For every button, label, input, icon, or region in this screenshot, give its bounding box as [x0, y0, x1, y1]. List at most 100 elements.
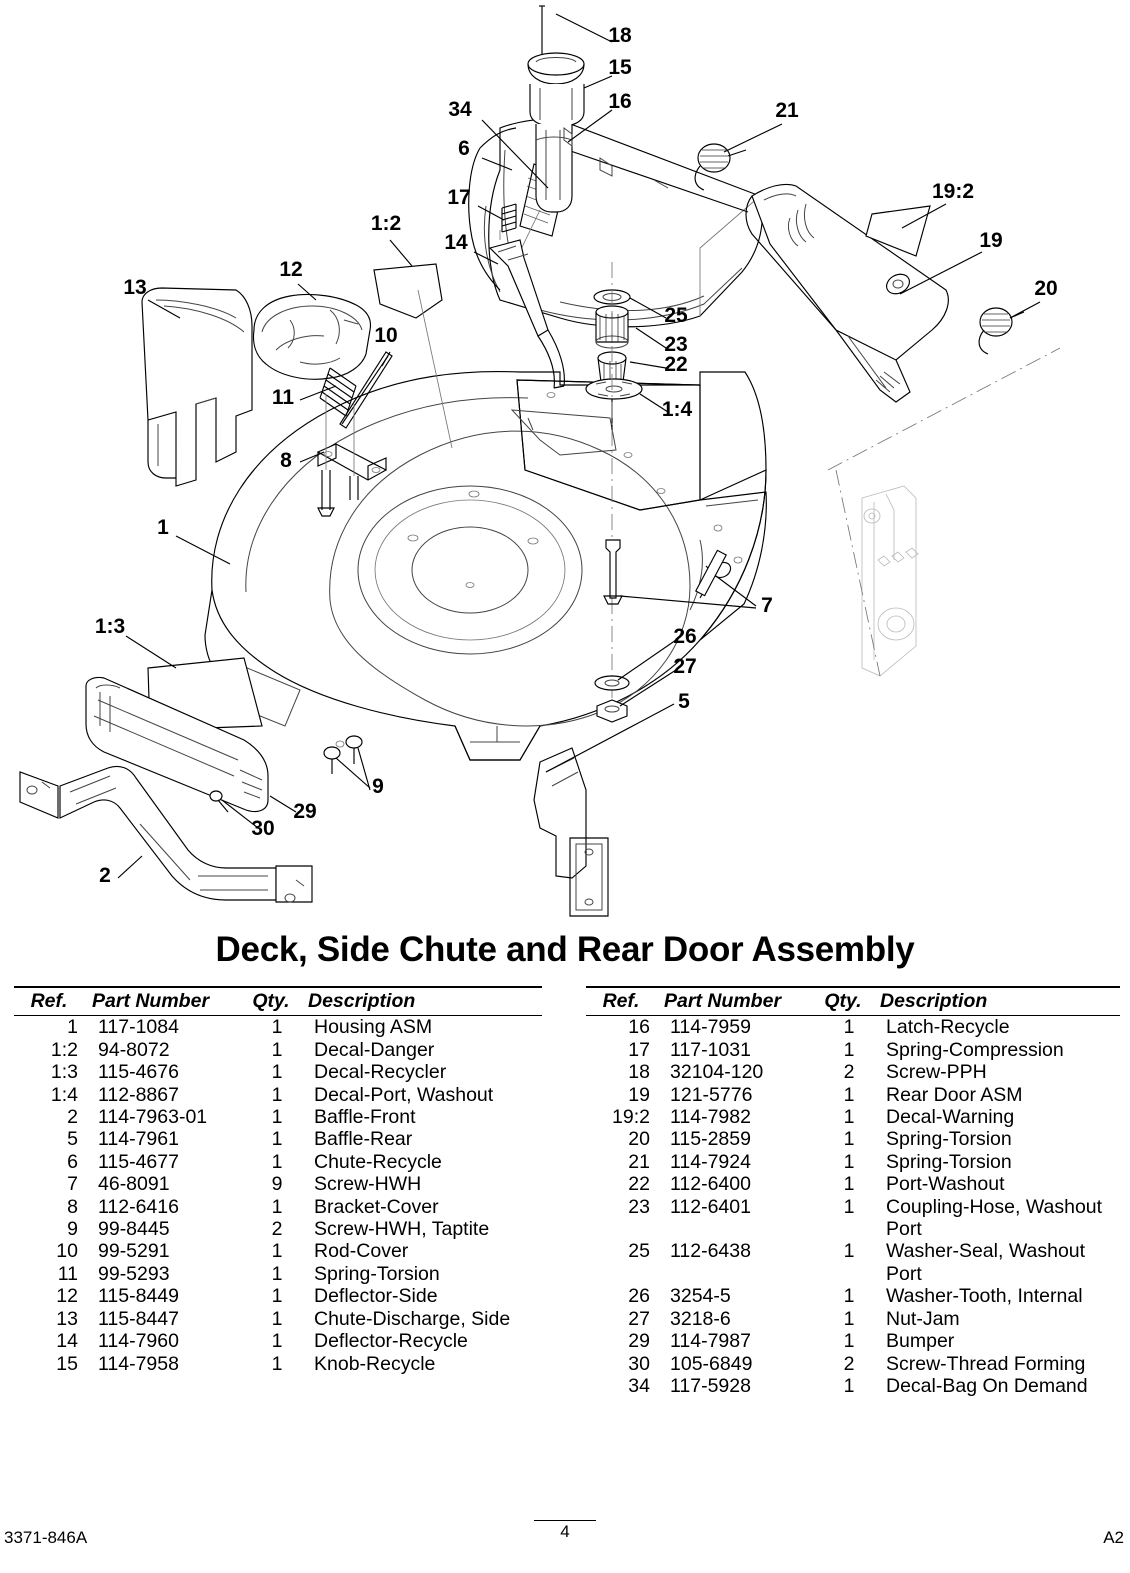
callout-number: 22	[664, 353, 687, 376]
cell-part-number: 114-7924	[670, 1150, 751, 1173]
cell-ref: 6	[67, 1150, 78, 1173]
cell-part-number: 114-7963-01	[98, 1106, 208, 1129]
cell-ref: 1	[67, 1016, 78, 1039]
deflector-side-drawing	[252, 293, 372, 380]
cell-part-number: 46-8091	[98, 1173, 170, 1196]
cell-ref: 19	[628, 1083, 650, 1106]
callout-number: 13	[123, 276, 146, 299]
callout-number: 14	[444, 231, 468, 254]
cell-description: Decal-Warning	[886, 1106, 1015, 1129]
cell-ref: 1:4	[50, 1083, 78, 1106]
cell-qty: 1	[843, 1106, 855, 1129]
cell-description: Decal-Danger	[314, 1038, 435, 1061]
cell-description: Bracket-Cover	[314, 1195, 439, 1218]
cell-part-number: 99-5291	[98, 1240, 170, 1263]
cell-ref: 20	[628, 1128, 650, 1151]
cell-part-number: 112-6416	[98, 1195, 179, 1218]
cell-description: Deflector-Side	[314, 1285, 438, 1308]
cell-description: Screw-PPH	[886, 1061, 987, 1084]
header-description: Description	[308, 990, 416, 1012]
callout-number: 20	[1034, 277, 1057, 300]
cell-part-number: 114-7958	[98, 1352, 179, 1375]
callout-number: 2	[99, 864, 111, 887]
bumper-and-front-baffle-drawing	[19, 676, 313, 903]
cell-qty: 1	[271, 1240, 283, 1263]
cell-description: Washer-Seal, Washout Port	[886, 1240, 1086, 1285]
cell-ref: 17	[628, 1038, 650, 1061]
cell-qty: 1	[843, 1038, 855, 1061]
cell-qty: 1	[271, 1061, 283, 1084]
cell-part-number: 115-4677	[98, 1150, 179, 1173]
cell-description: Nut-Jam	[886, 1307, 960, 1330]
cell-part-number: 114-7961	[98, 1128, 179, 1151]
cell-ref: 18	[628, 1061, 650, 1084]
cell-description: Spring-Torsion	[314, 1262, 440, 1285]
cell-part-number: 117-5928	[670, 1374, 751, 1397]
callout-number: 19	[979, 229, 1002, 252]
rear-door-assembly-drawing	[745, 183, 1061, 677]
cell-description: Screw-Thread Forming	[886, 1352, 1086, 1375]
page-number-block: 4	[0, 1520, 1130, 1542]
section-code: A2	[1103, 1528, 1124, 1547]
baffle-rear-drawing	[533, 747, 609, 917]
page-title: Deck, Side Chute and Rear Door Assembly	[215, 930, 915, 969]
cell-part-number: 3218-6	[670, 1307, 731, 1330]
cell-description: Decal-Bag On Demand	[886, 1374, 1088, 1397]
callout-number: 26	[673, 625, 696, 648]
header-ref: Ref.	[30, 990, 68, 1012]
cell-qty: 1	[271, 1016, 283, 1039]
cell-qty: 1	[271, 1083, 283, 1106]
cell-ref: 16	[628, 1016, 650, 1039]
cell-ref: 13	[56, 1307, 78, 1330]
cell-part-number: 112-6401	[670, 1195, 751, 1218]
cell-ref: 21	[628, 1150, 650, 1173]
cell-qty: 1	[271, 1285, 283, 1308]
header-qty: Qty.	[252, 990, 290, 1012]
cell-qty: 1	[271, 1106, 283, 1129]
spring-torsion-21-drawing	[694, 143, 747, 191]
callout-number: 19:2	[932, 180, 974, 203]
cell-part-number: 121-5776	[670, 1083, 753, 1106]
callout-number: 34	[448, 98, 472, 121]
table-row-continuation: Port	[586, 1218, 1120, 1240]
cell-part-number: 117-1084	[98, 1016, 179, 1039]
cell-description: Decal-Recycler	[314, 1061, 447, 1084]
cell-qty: 1	[271, 1038, 283, 1061]
cell-qty: 2	[271, 1218, 283, 1241]
cell-qty: 2	[843, 1061, 855, 1084]
header-qty: Qty.	[824, 990, 862, 1012]
parts-table-right: Ref. Part Number Qty. Description 16 114-…	[586, 986, 1120, 1397]
cell-part-number: 99-5293	[98, 1262, 170, 1285]
cell-part-number: 115-2859	[670, 1128, 751, 1151]
page-footer: 3371-846A 4 A2	[0, 1520, 1130, 1560]
cell-part-number: 114-7987	[670, 1330, 751, 1353]
cell-ref: 27	[628, 1307, 650, 1330]
cell-part-number: 112-6438	[670, 1240, 751, 1263]
cell-qty: 1	[271, 1128, 283, 1151]
washout-port-stack-drawing	[585, 262, 643, 700]
callout-number: 1:2	[371, 212, 401, 235]
table-header-row: Ref. Part Number Qty. Description	[586, 988, 1120, 1015]
cell-ref: 1:3	[50, 1061, 78, 1084]
callout-number: 15	[608, 56, 632, 79]
header-ref: Ref.	[602, 990, 640, 1012]
cell-description: Rod-Cover	[314, 1240, 409, 1263]
cell-description: Bumper	[886, 1330, 955, 1353]
cell-description: Baffle-Front	[314, 1106, 416, 1129]
cell-description: Chute-Recycle	[314, 1150, 442, 1173]
cell-description: Spring-Compression	[886, 1038, 1064, 1061]
cell-part-number: 114-7959	[670, 1016, 751, 1039]
cell-ref: 14	[56, 1330, 78, 1353]
cell-part-number: 94-8072	[98, 1038, 170, 1061]
cell-part-number: 115-8449	[98, 1285, 179, 1308]
